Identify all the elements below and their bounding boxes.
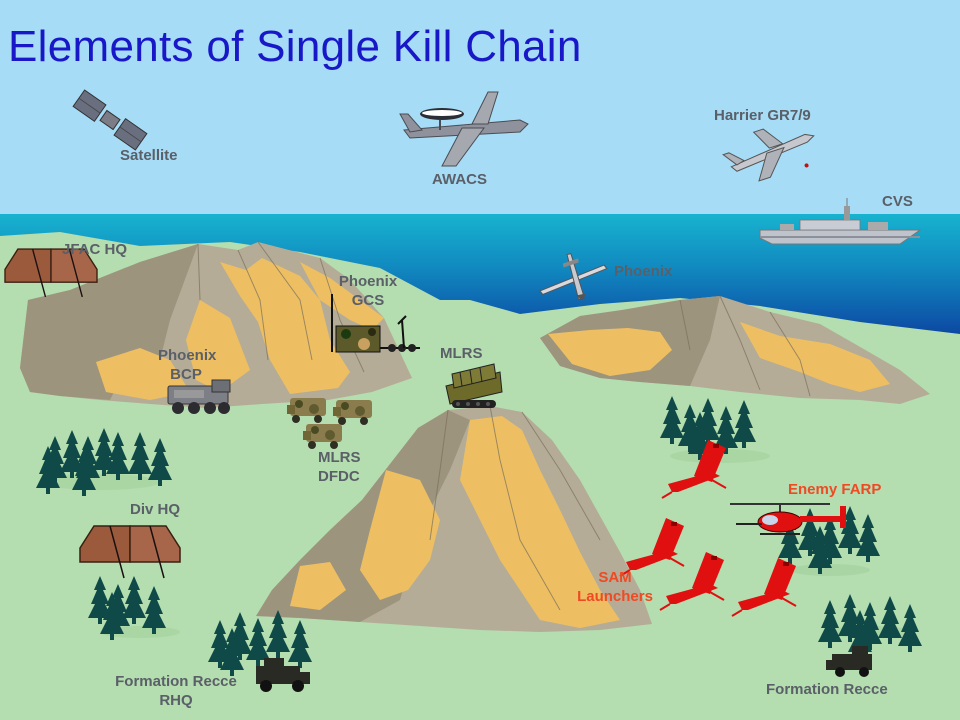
label-mlrs-dfdc: MLRS DFDC [318, 448, 361, 486]
awacs-aircraft-icon [399, 91, 529, 167]
label-sam-launchers-line2: Launchers [577, 588, 653, 605]
carrier-ship-icon [759, 198, 922, 245]
label-formation-recce: Formation Recce [766, 681, 888, 698]
label-enemy-farp: Enemy FARP [788, 481, 882, 498]
label-satellite: Satellite [120, 147, 178, 164]
label-phoenix-gcs: Phoenix GCS [338, 272, 398, 310]
uav-icon [539, 253, 608, 301]
label-awacs: AWACS [432, 171, 488, 188]
recce-vehicle-icon [826, 646, 872, 677]
label-sam-launchers-line1: SAM [598, 569, 632, 586]
label-phoenix-gcs-line2: GCS [351, 292, 385, 309]
label-phoenix-bcp: Phoenix BCP [158, 346, 217, 384]
helicopter-icon [730, 503, 846, 535]
label-formation-recce-rhq-line1: Formation Recce [115, 673, 237, 690]
bcp-truck-icon [167, 379, 231, 414]
label-mlrs-dfdc-line2: DFDC [318, 468, 360, 485]
label-formation-recce-rhq: Formation Recce RHQ [98, 672, 254, 710]
label-formation-recce-rhq-line2: RHQ [159, 692, 193, 709]
right-mountain [540, 295, 930, 404]
label-phoenix-gcs-line1: Phoenix [338, 273, 398, 290]
label-sam-launchers: SAM Launchers [566, 568, 664, 606]
page-title: Elements of Single Kill Chain [8, 22, 582, 71]
label-phoenix-bcp-line1: Phoenix [158, 347, 217, 364]
recce-rhq-vehicle-icon [256, 658, 310, 692]
label-cvs: CVS [882, 193, 913, 210]
satellite-icon [72, 89, 148, 151]
mlrs-launcher-icon [445, 363, 503, 408]
label-mlrs-dfdc-line1: MLRS [318, 449, 361, 466]
left-mountain [20, 241, 412, 408]
label-jfac-hq: JFAC HQ [62, 241, 128, 258]
phoenix-gcs-icon [331, 294, 420, 353]
harrier-jet-icon [722, 128, 815, 182]
label-phoenix: Phoenix [614, 263, 673, 280]
label-phoenix-bcp-line2: BCP [170, 366, 202, 383]
label-mlrs: MLRS [440, 345, 483, 362]
label-harrier: Harrier GR7/9 [714, 107, 811, 124]
center-mountain [256, 405, 652, 632]
label-div-hq: Div HQ [130, 501, 181, 518]
